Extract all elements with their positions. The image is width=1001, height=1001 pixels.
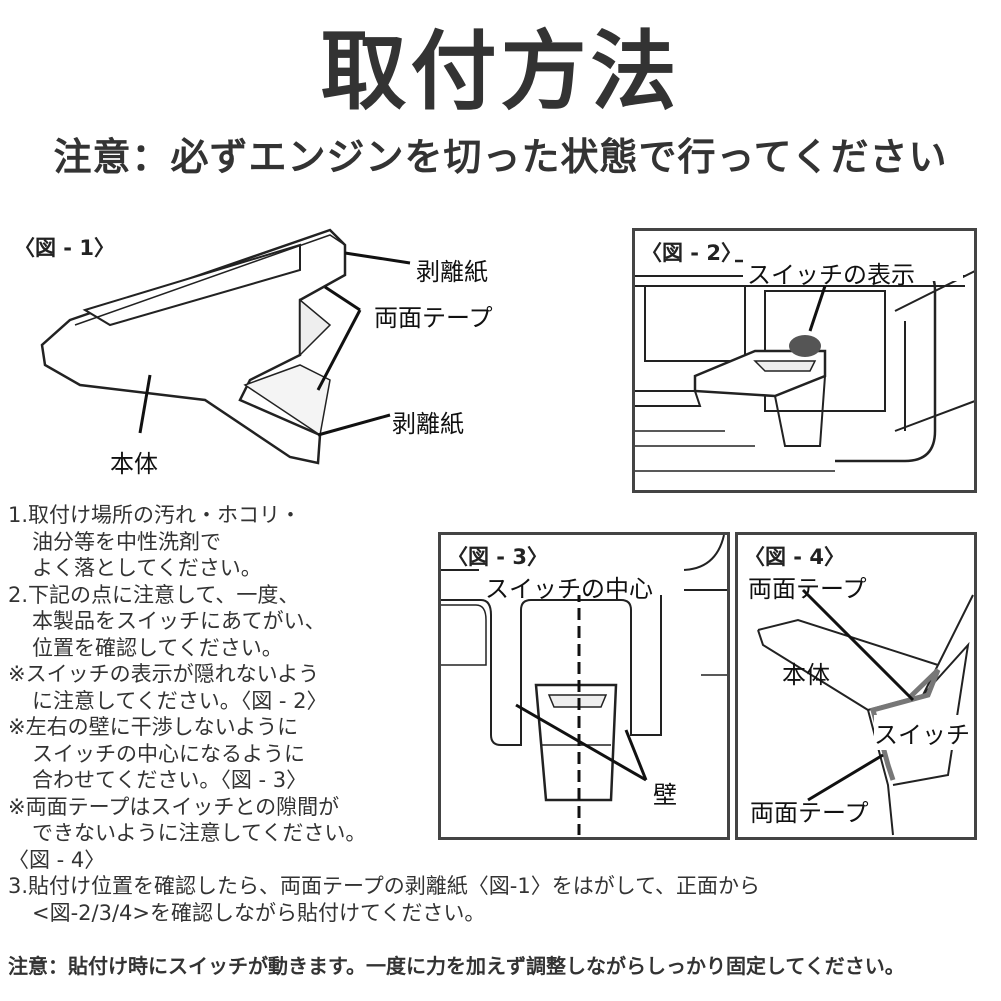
fig2-switch-indicator: スイッチの表示 (747, 261, 915, 289)
step3-line: 3.貼付け位置を確認したら、両面テープの剥離紙〈図-1〉をはがして、正面から (8, 874, 761, 898)
page-subtitle: 注意：必ずエンジンを切った状態で行ってください (53, 135, 948, 179)
instruction-line: できないように注意してください。 (32, 821, 367, 845)
fig3-switch-center: スイッチの中心 (485, 575, 653, 603)
page-title: 取付方法 (320, 22, 681, 122)
instruction-line: 1.取付け場所の汚れ・ホコリ・ (8, 503, 302, 527)
switch-indicator-mark (789, 335, 821, 357)
fig1-tape-bottom (243, 364, 331, 437)
fig1-body-label: 本体 (110, 450, 158, 478)
bottom-caution-note: 注意：貼付け時にスイッチが動きます。一度に力を加えず調整しながらしっかり固定して… (8, 954, 905, 978)
instruction-line: 位置を確認してください。 (32, 635, 283, 660)
instruction-line: スイッチの中心になるように (32, 741, 305, 766)
fig2-illustration (635, 249, 974, 472)
fig1-tape-top (299, 298, 332, 357)
fig4-double-tape-layer (869, 668, 941, 781)
instruction-line: ※左右の壁に干渉しないように (8, 715, 299, 739)
step3-block: 3.貼付け位置を確認したら、両面テープの剥離紙〈図-1〉をはがして、正面から <… (8, 873, 760, 926)
fig1-label: 〈図 - 1〉 (14, 236, 115, 260)
fig1-release-paper-bottom: 剥離紙 (392, 410, 464, 438)
fig4-switch: スイッチ (874, 715, 970, 750)
instruction-line: 本製品をスイッチにあてがい、 (32, 609, 326, 633)
fig4-body: 本体 (782, 661, 830, 689)
instruction-line: ※スイッチの表示が隠れないよう (8, 662, 320, 686)
fig4-panel: 〈図 - 4〉 両面テープ 本体 スイッチ 両面テープ (735, 532, 977, 840)
fig1-release-paper-top: 剥離紙 (416, 258, 488, 286)
fig2-label: 〈図 - 2〉 (641, 241, 742, 265)
fig3-panel: 〈図 - 3〉 スイッチの中心 壁 (438, 532, 730, 840)
instruction-line: 2.下記の点に注意して、一度、 (8, 582, 300, 607)
fig2-panel: 〈図 - 2〉 スイッチの表示 (632, 228, 977, 493)
instruction-line: 〈図 - 4〉 (8, 847, 106, 872)
fig1-double-tape: 両面テープ (374, 304, 493, 332)
instruction-list: 1.取付け場所の汚れ・ホコリ・ 油分等を中性洗剤で よく落としてください。 2.… (8, 502, 428, 873)
step3-line: <図-2/3/4>を確認しながら貼付けてください。 (32, 900, 486, 925)
fig4-double-tape-bottom: 両面テープ (750, 799, 869, 827)
instruction-line: ※両面テープはスイッチとの隙間が (8, 794, 340, 819)
fig1-body-shape (40, 228, 347, 465)
instruction-line: 合わせてください。〈図 - 3〉 (32, 768, 308, 792)
fig3-wall: 壁 (653, 781, 677, 809)
fig3-illustration (441, 535, 727, 835)
fig4-label: 〈図 - 4〉 (744, 545, 845, 569)
fig3-label: 〈図 - 3〉 (447, 545, 548, 569)
instruction-line: 油分等を中性洗剤で (32, 529, 221, 554)
fig4-double-tape-top: 両面テープ (748, 575, 867, 603)
instruction-line: に注意してください。〈図 - 2〉 (32, 688, 328, 713)
fig1-illustration (40, 228, 411, 465)
fig4-illustration (757, 588, 974, 836)
instruction-line: よく落としてください。 (32, 556, 262, 580)
